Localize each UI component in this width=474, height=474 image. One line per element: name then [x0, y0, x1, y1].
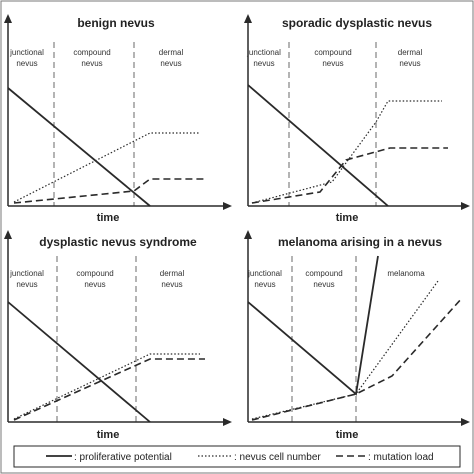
phase-label-junctional-line1: junctional: [9, 48, 44, 57]
phase-label-junctional-line1: junctional: [9, 269, 44, 278]
x-axis-label: time: [336, 212, 359, 224]
y-axis-arrowhead: [4, 14, 12, 23]
legend-label-cellnumber: : nevus cell number: [234, 452, 321, 463]
phase-label-compound-line1: compound: [73, 48, 110, 57]
legend: : proliferative potential : nevus cell n…: [13, 445, 461, 468]
phase-label-junctional-line2: nevus: [16, 59, 37, 68]
panel-title: dysplastic nevus syndrome: [39, 235, 197, 249]
phase-label-junctional-line2: nevus: [253, 59, 274, 68]
legend-item-cellnumber: : nevus cell number: [198, 452, 321, 463]
panel-benign-nevus: benign nevus junctional nevus compound n…: [4, 14, 232, 224]
mutation-load-line: [251, 297, 463, 421]
phase-label-junctional-line2: nevus: [16, 280, 37, 289]
panel-title: sporadic dysplastic nevus: [282, 16, 432, 30]
phase-label-compound-line2: nevus: [322, 59, 343, 68]
phase-label-junctional-line2: nevus: [254, 280, 275, 289]
phase-label-compound-line2: nevus: [84, 280, 105, 289]
proliferative-potential-line: [7, 87, 151, 207]
x-axis-arrowhead: [223, 418, 232, 426]
panel-sporadic-dysplastic-nevus: sporadic dysplastic nevus junctional nev…: [244, 14, 470, 224]
phase-label-compound-line1: compound: [76, 269, 113, 278]
y-axis-arrowhead: [244, 14, 252, 23]
nevus-cell-number-line: [13, 132, 200, 203]
x-axis-label: time: [97, 212, 120, 224]
nevus-cell-number-line: [251, 100, 442, 204]
mutation-load-line: [13, 358, 205, 421]
x-axis-arrowhead: [461, 202, 470, 210]
nevus-cell-number-line: [13, 353, 200, 420]
mutation-load-line: [251, 147, 448, 204]
panel-dysplastic-nevus-syndrome: dysplastic nevus syndrome junctional nev…: [4, 230, 232, 441]
mutation-load-line: [13, 178, 205, 204]
x-axis-label: time: [336, 429, 359, 441]
panel-title: melanoma arising in a nevus: [278, 235, 442, 249]
phase-label-dermal-line1: dermal: [398, 48, 423, 57]
phase-label-compound-line1: compound: [305, 269, 342, 278]
phase-label-dermal-line2: nevus: [160, 59, 181, 68]
proliferative-potential-line: [247, 255, 379, 396]
x-axis-arrowhead: [223, 202, 232, 210]
x-axis-label: time: [97, 429, 120, 441]
legend-label-mutation: : mutation load: [368, 452, 434, 463]
phase-label-junctional-line1: junctional: [246, 48, 281, 57]
phase-label-dermal-line1: dermal: [160, 269, 185, 278]
proliferative-potential-line: [7, 301, 151, 423]
phase-label-compound-line2: nevus: [313, 280, 334, 289]
phase-label-melanoma: melanoma: [387, 269, 425, 278]
nevus-cell-number-line: [251, 280, 439, 420]
phase-label-junctional-line1: junctional: [247, 269, 282, 278]
panel-melanoma-arising-in-a-nevus: melanoma arising in a nevus junctional n…: [244, 230, 470, 441]
x-axis-arrowhead: [461, 418, 470, 426]
y-axis-arrowhead: [4, 230, 12, 239]
phase-label-compound-line1: compound: [314, 48, 351, 57]
legend-label-proliferative: : proliferative potential: [74, 452, 172, 463]
panel-title: benign nevus: [77, 16, 155, 30]
phase-label-dermal-line2: nevus: [161, 280, 182, 289]
legend-item-proliferative: : proliferative potential: [46, 452, 172, 463]
legend-item-mutation: : mutation load: [336, 452, 434, 463]
proliferative-potential-line: [247, 84, 389, 207]
phase-label-dermal-line2: nevus: [399, 59, 420, 68]
phase-label-compound-line2: nevus: [81, 59, 102, 68]
y-axis-arrowhead: [244, 230, 252, 239]
phase-label-dermal-line1: dermal: [159, 48, 184, 57]
legend-box: [13, 445, 461, 468]
